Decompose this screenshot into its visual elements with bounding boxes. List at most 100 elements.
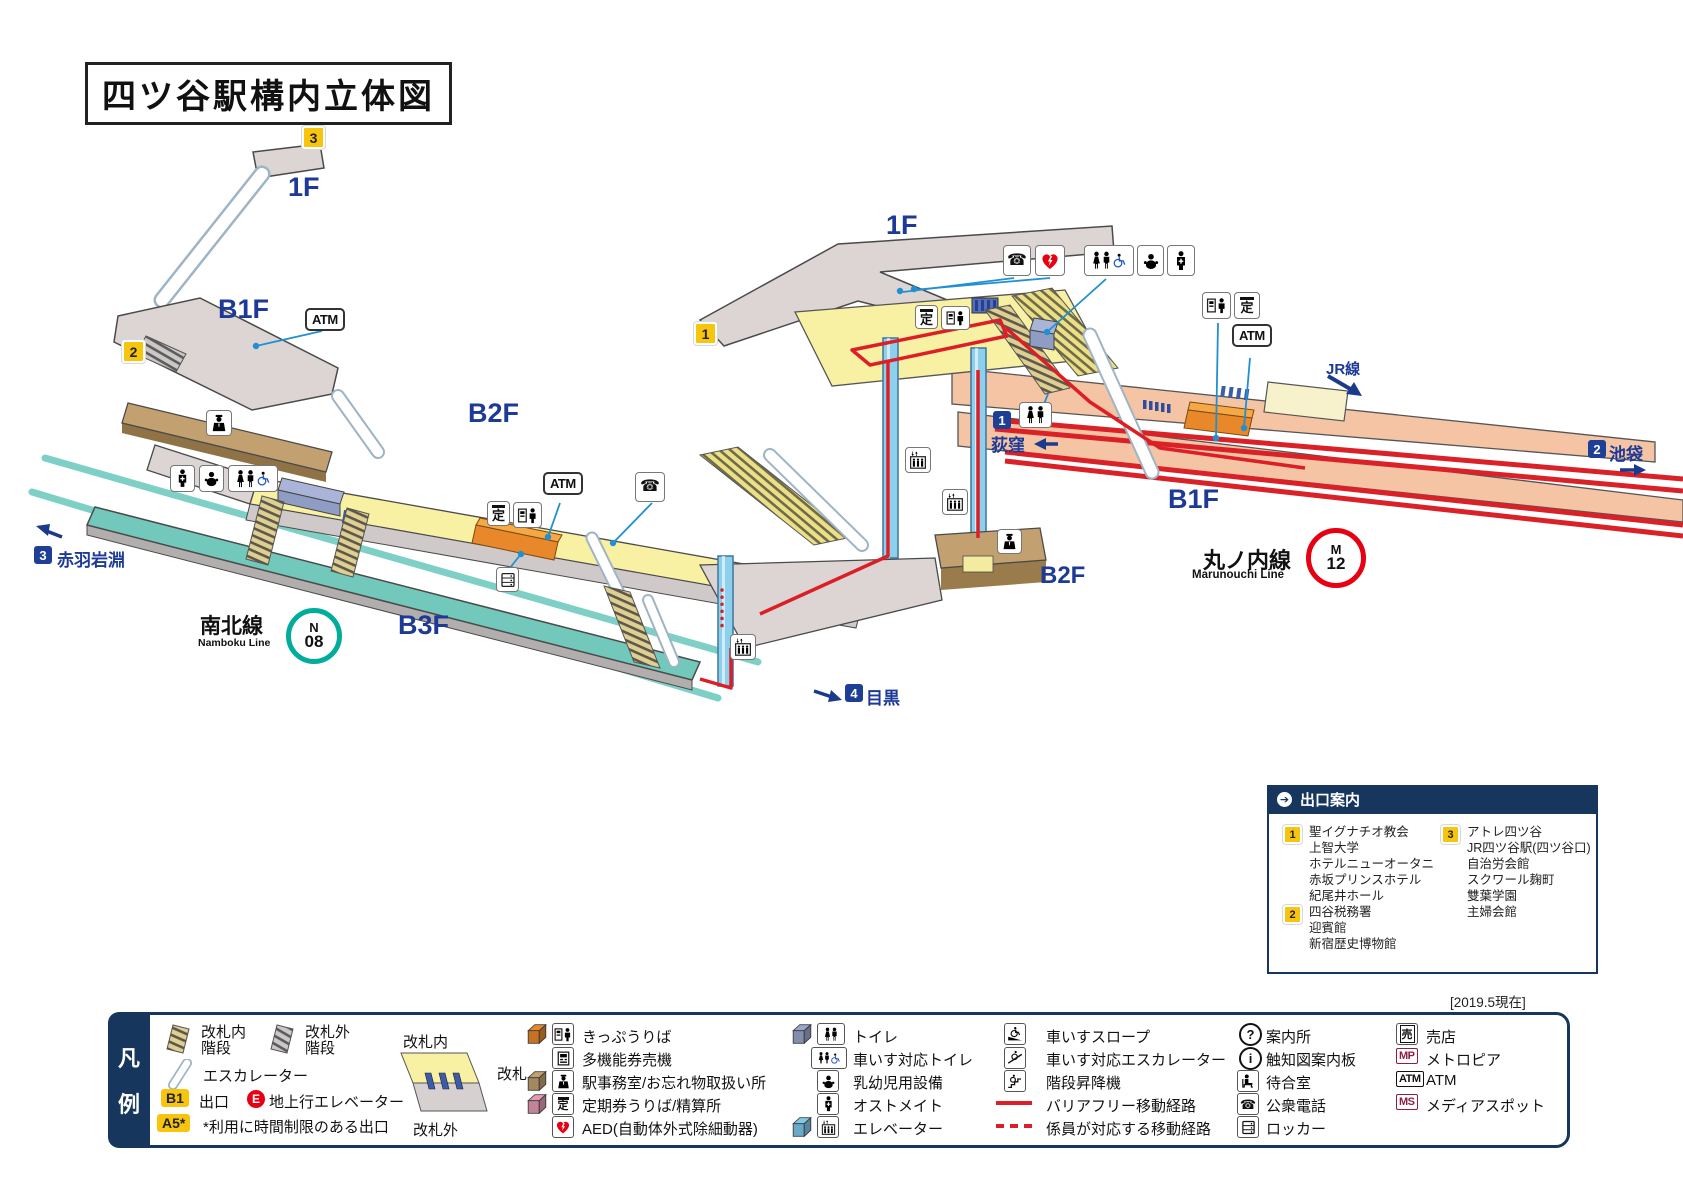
floor-label-b1f-right: B1F	[1168, 484, 1220, 514]
locker-icon-legend	[1237, 1116, 1259, 1138]
legend-ticket-machine: 多機能券売機	[582, 1052, 673, 1069]
station-office-icon	[206, 410, 232, 436]
callout-lines	[252, 277, 1251, 570]
legend-ticket-office: きっぷうりば	[582, 1029, 672, 1046]
exit-place: 迎賓館	[1309, 921, 1347, 935]
elevator-icon-legend	[817, 1116, 839, 1138]
legend-barrier-free-route: バリアフリー移動経路	[1046, 1098, 1197, 1115]
atm-sign-b2f: ATM	[543, 472, 583, 495]
platform-badge-akabane: 3	[34, 546, 52, 564]
exit-guide-panel: ➔ 出口案内 1 聖イグナチオ教会 上智大学 ホテルニューオータニ 赤坂プリンス…	[1267, 785, 1598, 974]
ticket-office-icon-legend	[552, 1023, 574, 1045]
marunouchi-code-letter: M	[1330, 541, 1342, 557]
exit-badge-2: 2	[122, 340, 145, 363]
legend-wheelchair-escalator: 車いす対応エスカレーター	[1046, 1052, 1227, 1069]
namboku-line-name-en: Namboku Line	[198, 637, 271, 649]
exit-guide-body: 1 聖イグナチオ教会 上智大学 ホテルニューオータニ 赤坂プリンスホテル 紀尾井…	[1267, 814, 1598, 974]
gate-diagram	[400, 1052, 488, 1112]
legend-elevator: エレベーター	[853, 1121, 944, 1138]
marunouchi-line-symbol: M 12	[1306, 528, 1366, 588]
toilet-icon-legend	[817, 1023, 845, 1045]
direction-meguro: 目黒	[866, 689, 900, 708]
floor-label-b1f-left: B1F	[218, 294, 270, 324]
accessible-toilet-icon	[228, 465, 278, 492]
legend-panel: 凡 例 改札内階段 改札外階段 エスカレーター B1 出口 E 地上行エレベータ…	[108, 1012, 1570, 1148]
page-title: 四ツ谷駅構内立体図	[85, 62, 452, 125]
pass-cube	[526, 1093, 548, 1115]
waiting-room-icon	[1237, 1070, 1259, 1092]
exit-entry-2: 2 四谷税務署 迎賓館 新宿歴史博物館	[1283, 904, 1434, 952]
legend-stair-lift: 階段昇降機	[1046, 1075, 1122, 1092]
phone-icon-top: ☎	[1003, 245, 1031, 276]
commuter-pass-icon: 定	[487, 501, 510, 526]
escalator-to-b3f	[642, 594, 680, 668]
exit-badge-3: 3	[302, 126, 325, 149]
ticket-office-icon	[513, 502, 542, 528]
kiosk-icon: 売	[1396, 1023, 1418, 1045]
legend-metropia: メトロピア	[1426, 1052, 1502, 1069]
elevator-icon-2	[942, 489, 968, 515]
legend-ostomate: オストメイト	[853, 1098, 944, 1115]
exit-place: 聖イグナチオ教会	[1309, 825, 1409, 839]
ground-elevator-badge: E	[247, 1090, 265, 1108]
marunouchi-line-name-en: Marunouchi Line	[1192, 569, 1284, 581]
jr-transfer-platform	[1143, 381, 1349, 437]
baby-icon-legend	[817, 1070, 839, 1092]
commuter-pass-icon-right: 定	[1234, 292, 1260, 319]
metropia-icon: MP	[1396, 1048, 1418, 1064]
baby-facilities-icon	[199, 465, 224, 492]
exit-place: 主婦会館	[1467, 905, 1518, 919]
namboku-line-symbol: N 08	[286, 608, 342, 664]
escalator-b2f-to-center	[763, 448, 869, 552]
escalator-b1f-to-b2f-left	[331, 389, 385, 459]
legend-stairs-outside: 改札外階段	[305, 1024, 351, 1057]
exit-place: JR四ツ谷駅(四ツ谷口)	[1467, 841, 1591, 855]
toilet-icon-top	[1084, 245, 1134, 276]
platform-badge-meguro: 4	[845, 684, 863, 702]
atm-sign-right: ATM	[1232, 324, 1272, 347]
exit-entry-3: 3 アトレ四ツ谷 JR四ツ谷駅(四ツ谷口) 自治労会館 スクワール麹町 雙葉学園…	[1441, 824, 1591, 920]
ostomate-icon-legend	[817, 1093, 839, 1115]
wheelchair-escalator-icon	[1004, 1047, 1026, 1069]
public-phone-icon: ☎	[1237, 1093, 1259, 1115]
aed-icon	[1035, 245, 1065, 276]
escalator-b2f-down	[585, 531, 627, 602]
platform-badge-ikebukuro: 2	[1588, 440, 1606, 458]
legend-locker: ロッカー	[1266, 1121, 1327, 1138]
stairs-b2f-to-namboku-1	[245, 495, 285, 566]
commuter-pass-icon-mid: 定	[915, 305, 938, 329]
toilet-cube	[791, 1023, 813, 1045]
phone-icon-b2f: ☎	[635, 472, 665, 502]
legend-gate: 改札	[497, 1066, 528, 1083]
direction-ogikubo: 荻窪	[991, 436, 1025, 455]
legend-aed: AED(自動体外式除細動器)	[582, 1121, 758, 1138]
barrier-free-route-line	[996, 1101, 1032, 1105]
exit-place: 自治労会館	[1467, 857, 1530, 871]
station-office-icon-legend	[552, 1070, 574, 1092]
legend-staff-assist-route: 係員が対応する移動経路	[1046, 1121, 1212, 1138]
exit-place: アトレ四ツ谷	[1467, 825, 1543, 839]
floor-label-1f-center: 1F	[886, 210, 918, 240]
station-office-icon-right	[997, 529, 1022, 554]
escalator-1f-to-b1f-left	[153, 165, 271, 309]
escalator-icon	[168, 1059, 192, 1089]
ostomate-icon-top	[1167, 245, 1195, 276]
floor-label-1f-left: 1F	[288, 172, 320, 202]
legend-escalator: エスカレーター	[203, 1068, 309, 1085]
exit-place: 紀尾井ホール	[1309, 889, 1385, 903]
legend-kiosk: 売店	[1426, 1029, 1457, 1046]
legend-ground-elevator: 地上行エレベーター	[269, 1094, 405, 1111]
marunouchi-code-number: 12	[1326, 554, 1346, 574]
commuter-pass-icon-legend: 定	[552, 1093, 574, 1115]
elevator-icon-1	[905, 447, 931, 473]
stairs-inside-icon	[166, 1024, 190, 1054]
namboku-code-letter: N	[309, 619, 319, 635]
floor-label-b2f-right: B2F	[1040, 562, 1086, 589]
direction-arrows	[36, 374, 1646, 702]
stairs-b2f-to-namboku-2	[330, 507, 370, 578]
toilet-icon-ogikubo	[1019, 402, 1052, 428]
legend-accessible-toilet: 車いす対応トイレ	[853, 1052, 974, 1069]
ticket-area-cube	[526, 1023, 548, 1045]
stairs-to-b3f	[603, 585, 661, 669]
